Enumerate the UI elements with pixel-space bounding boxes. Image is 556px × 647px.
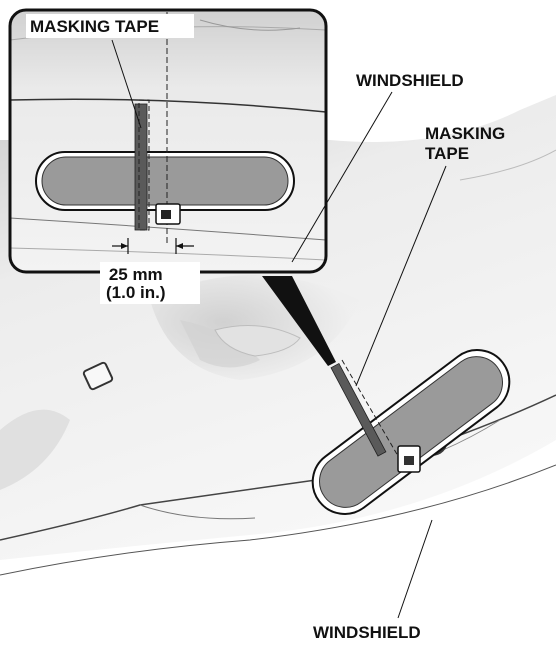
windshield-label-bottom: WINDSHIELD	[313, 623, 421, 642]
measurement-mm: 25 mm	[108, 265, 163, 284]
masking-tape-label-line2: TAPE	[425, 144, 470, 163]
masking-tape-label-inset: MASKING TAPE	[30, 17, 160, 36]
callout-pointer	[262, 276, 336, 366]
masking-tape-label-line1: MASKING	[425, 124, 506, 143]
leader-lines	[111, 39, 447, 619]
masking-tape-label-right: MASKING TAPE	[425, 124, 505, 164]
masking-tape-strip	[330, 362, 387, 457]
measurement-label: 25 mm (1.0 in.)	[106, 266, 166, 302]
rearview-mirror	[311, 349, 511, 515]
windshield-label-top: WINDSHIELD	[356, 71, 464, 90]
measurement-inches: (1.0 in.)	[106, 283, 166, 302]
inset-detail	[8, 8, 328, 304]
